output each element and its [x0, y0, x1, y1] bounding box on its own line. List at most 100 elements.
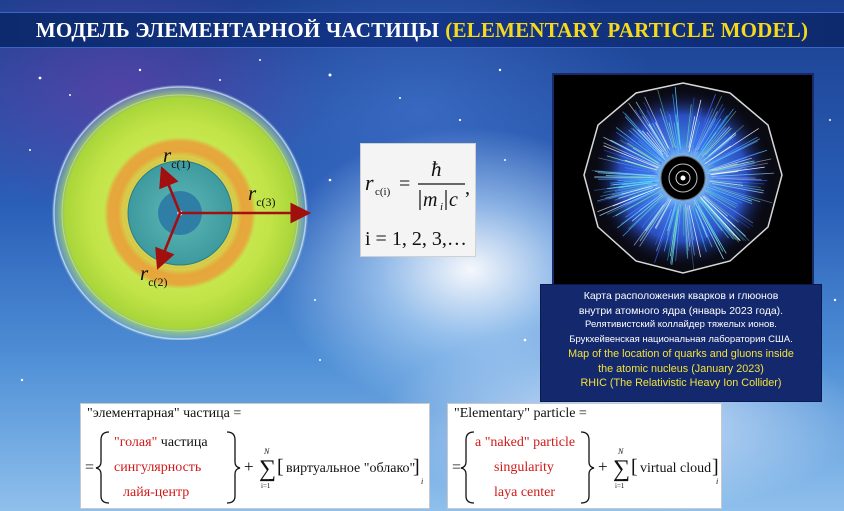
particle-track [645, 197, 670, 232]
particle-track [655, 203, 670, 230]
svg-text:ħ: ħ [431, 157, 442, 181]
particle-track [701, 137, 727, 162]
sum-sign-en: ∑ [613, 456, 630, 482]
particle-track [614, 187, 653, 201]
particle-track [709, 167, 742, 174]
label-r2: rc(2) [140, 261, 168, 289]
particle-track [605, 185, 651, 199]
particle-track [704, 192, 754, 228]
particle-track [631, 127, 665, 160]
particle-track [620, 193, 662, 225]
particle-track [667, 202, 677, 232]
particle-track [706, 134, 737, 159]
particle-track [710, 179, 765, 185]
particle-track [705, 189, 739, 207]
particle-track [707, 186, 753, 205]
particle-track [701, 127, 727, 156]
particle-track [701, 125, 744, 163]
particle-track [615, 127, 661, 162]
particle-track [694, 205, 710, 237]
particle-track [670, 203, 680, 265]
particle-track [628, 129, 663, 160]
particle-track [644, 96, 671, 150]
particle-track [652, 122, 672, 158]
formula-box-russian: "элементарная" частица = = "голая" части… [80, 403, 430, 509]
particle-track [709, 157, 752, 171]
particle-track [713, 186, 773, 204]
svg-text:i=1: i=1 [261, 482, 271, 490]
svg-text:i = 1, 2, 3,…: i = 1, 2, 3,… [365, 228, 467, 250]
particle-track [712, 140, 758, 164]
particle-track [656, 208, 673, 252]
particle-track [619, 139, 658, 163]
particle-track [663, 207, 676, 252]
particle-track [694, 108, 714, 151]
particle-track [714, 158, 772, 172]
svg-text:i: i [716, 477, 718, 486]
particle-track [633, 204, 665, 246]
particle-track [655, 122, 669, 149]
particle-track [646, 131, 663, 153]
radius-arrow-1 [159, 166, 182, 214]
particle-track [603, 182, 655, 193]
title-english: (ELEMENTARY PARTICLE MODEL) [445, 17, 809, 42]
particle-track [686, 206, 695, 270]
particle-track [618, 182, 653, 189]
svg-text:[: [ [277, 456, 284, 478]
title-russian: МОДЕЛЬ ЭЛЕМЕНТАРНОЙ ЧАСТИЦЫ [35, 17, 440, 42]
particle-track [694, 198, 727, 254]
particle-track [603, 145, 659, 169]
particle-track [666, 111, 676, 147]
particle-track [688, 99, 702, 152]
particle-track [683, 207, 687, 255]
caption-en-line3: RHIC (The Relativistic Heavy Ion Collide… [580, 377, 782, 389]
particle-track [707, 162, 769, 175]
particle-track [705, 200, 747, 242]
particle-track [695, 208, 708, 238]
particle-track [697, 205, 724, 252]
particle-track [710, 166, 765, 175]
particle-track [685, 204, 691, 247]
caption-ru-line4: Брукхейвенская национальная лаборатория … [569, 333, 793, 345]
particle-track [700, 118, 722, 150]
particle-track [647, 124, 666, 151]
particle-track [681, 206, 683, 237]
particle-track [624, 159, 657, 171]
radius-arrow-2 [155, 212, 182, 270]
particle-track [708, 188, 742, 204]
particle-track [687, 211, 694, 246]
particle-track [699, 202, 717, 228]
particle-track [642, 115, 670, 158]
svg-text:c(i): c(i) [375, 186, 391, 198]
particle-track [694, 94, 716, 149]
caption-en-line2: the atomic nucleus (January 2023) [598, 362, 764, 375]
svg-text:,: , [465, 177, 470, 199]
particle-track [616, 131, 663, 164]
particle-track [654, 207, 672, 246]
particle-track [686, 104, 692, 148]
particle-track [706, 141, 730, 160]
particle-track [711, 172, 775, 177]
particle-track [642, 130, 664, 156]
particle-track [702, 196, 736, 228]
particle-track [693, 95, 723, 155]
svg-text:+: + [598, 457, 608, 476]
particle-track [620, 162, 652, 171]
svg-text:=: = [399, 173, 410, 195]
particle-track [598, 178, 652, 180]
ru-item-naked: "голая" частица [114, 435, 208, 450]
caption-ru-line3: Релятивистский коллайдер тяжелых ионов. [585, 319, 777, 330]
particle-track [634, 109, 668, 156]
particle-track [643, 102, 671, 155]
particle-track [708, 186, 748, 200]
particle-track [599, 190, 656, 217]
svg-text:i=1: i=1 [615, 482, 625, 490]
svg-text:+: + [244, 457, 254, 476]
caption-ru-line2: внутри атомного ядра (январь 2023 года). [578, 304, 784, 317]
particle-track [708, 151, 761, 170]
particle-track [622, 111, 667, 160]
formula-box-english: "Elementary" particle = = a "naked" part… [447, 403, 722, 509]
particle-track [610, 139, 661, 167]
particle-track [667, 201, 679, 261]
particle-track [703, 195, 728, 217]
